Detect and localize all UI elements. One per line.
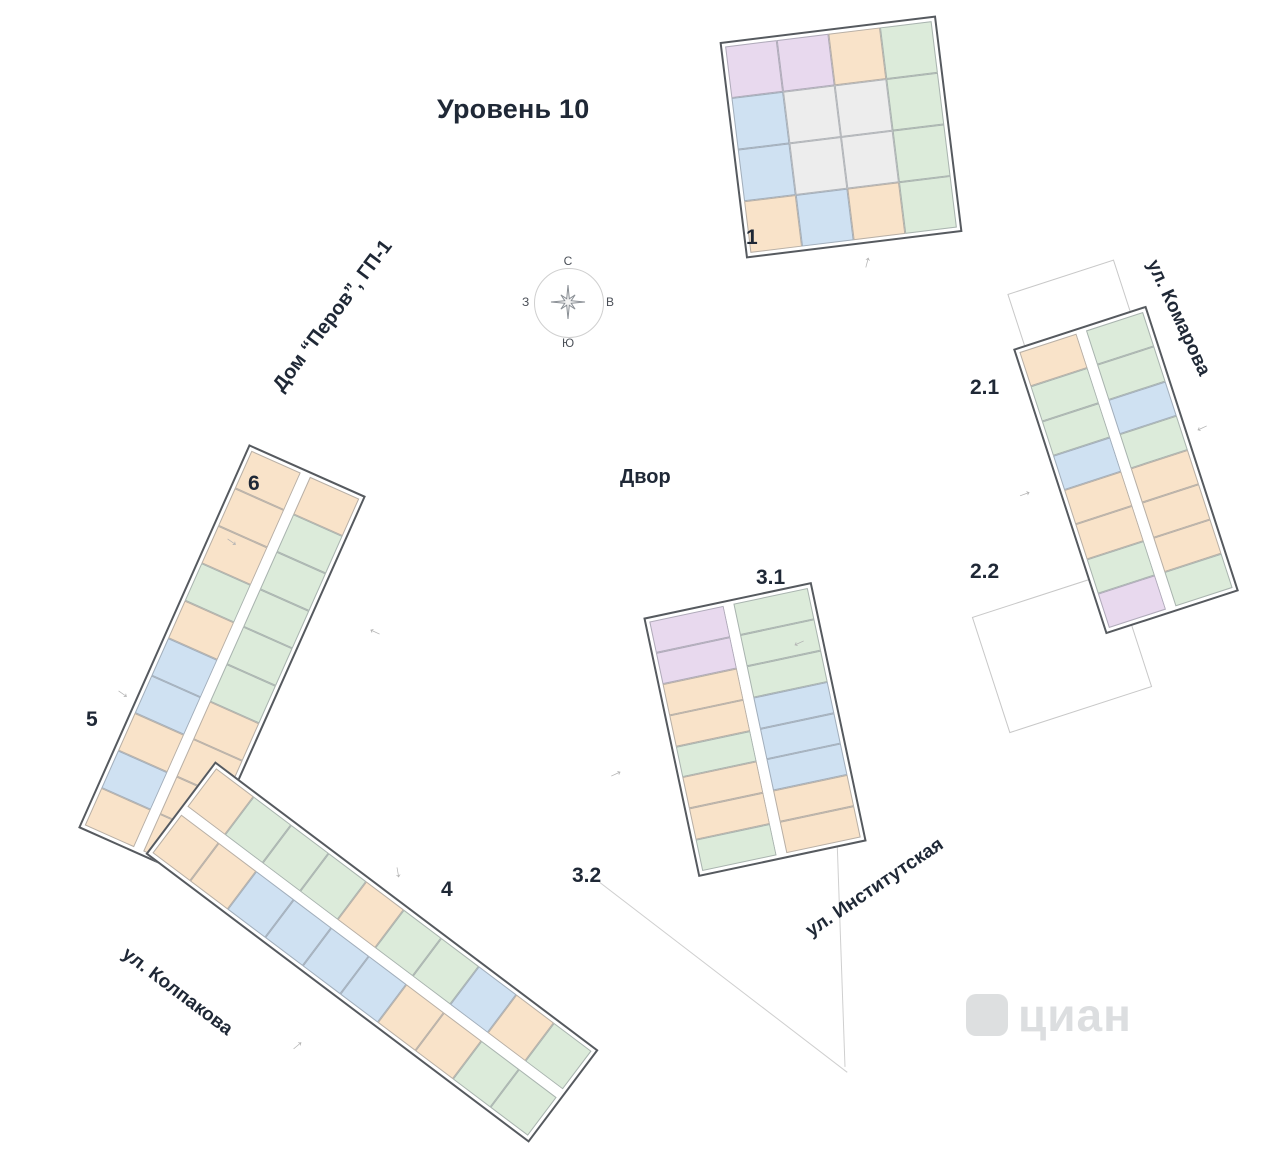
compass-star-icon (550, 284, 586, 320)
apartment-unit (783, 85, 841, 144)
apartment-unit (892, 124, 951, 183)
apartment-unit (731, 91, 790, 150)
building-label-1: 1 (746, 226, 758, 249)
apartment-unit (725, 40, 784, 99)
apartment-unit (789, 137, 848, 195)
entrance-arrow-icon: → (1012, 479, 1036, 504)
entrance-arrow-icon: → (283, 1030, 309, 1057)
apartment-unit (847, 182, 906, 241)
building-1-units (725, 21, 957, 253)
building-label-3-2: 3.2 (572, 864, 602, 887)
boundary-line-a (599, 882, 848, 1073)
building-label-2-1: 2.1 (970, 376, 1000, 399)
building-4-units (152, 768, 592, 1136)
apartment-unit (879, 21, 938, 80)
compass-west-label: З (522, 295, 530, 309)
watermark: циан (966, 992, 1132, 1038)
building-3-units (649, 587, 861, 872)
courtyard-label: Двор (620, 466, 671, 488)
compass-north-label: С (563, 254, 573, 268)
watermark-logo-icon (966, 994, 1008, 1036)
apartment-unit (886, 72, 945, 131)
building-label-5: 5 (86, 708, 98, 731)
entrance-arrow-icon: → (362, 622, 386, 647)
apartment-unit (828, 27, 887, 86)
entrance-arrow-icon: → (1191, 418, 1215, 443)
compass-east-label: В (605, 295, 614, 309)
apartment-unit (834, 79, 893, 137)
apartment-unit (841, 130, 899, 189)
entrance-arrow-icon: → (111, 678, 137, 705)
entrance-arrow-icon: → (389, 861, 412, 882)
apartment-unit (737, 143, 796, 202)
compass-south-label: Ю (561, 336, 575, 350)
compass-circle (534, 268, 604, 338)
entrance-arrow-icon: → (853, 251, 876, 273)
building-label-4: 4 (441, 878, 453, 901)
building-label-3-1: 3.1 (756, 566, 786, 589)
apartment-unit (898, 175, 957, 234)
building-label-2-2: 2.2 (970, 560, 1000, 583)
building-3 (643, 582, 867, 877)
building-label-6: 6 (248, 472, 260, 495)
watermark-text: циан (1018, 989, 1132, 1041)
entrance-arrow-icon: → (603, 759, 627, 784)
building-1 (719, 15, 963, 259)
level-title: Уровень 10 (437, 94, 590, 124)
apartment-unit (776, 33, 835, 92)
apartment-unit (795, 188, 854, 247)
building-4 (145, 761, 599, 1143)
compass-rose: С Ю З В (520, 254, 616, 350)
